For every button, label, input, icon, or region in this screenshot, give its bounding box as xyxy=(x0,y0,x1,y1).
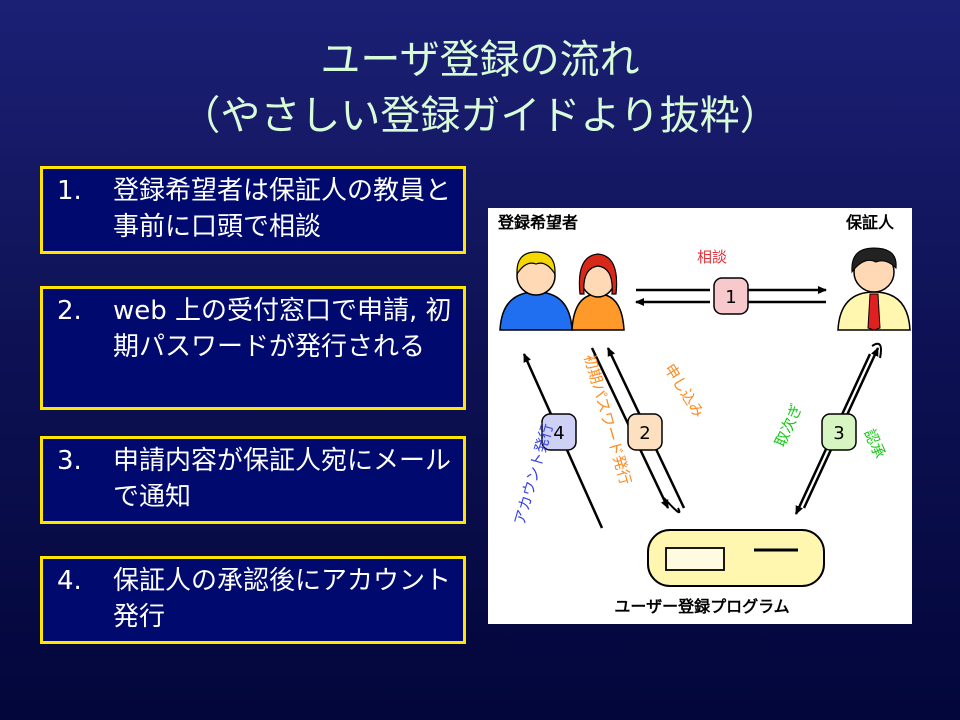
guarantor-person-icon xyxy=(837,247,911,331)
registration-flow-diagram: 登録希望者 保証人 相談 1 xyxy=(488,208,912,624)
step-text: 申請内容が保証人宛にメールで通知 xyxy=(113,446,452,512)
account-issue-label: アカウント発行 xyxy=(511,421,557,527)
step-1-box: 1. 登録希望者は保証人の教員と事前に口頭で相談 xyxy=(40,166,466,254)
step-text: 保証人の承認後にアカウント発行 xyxy=(113,566,452,632)
consult-label: 相談 xyxy=(697,248,727,266)
guarantor-label: 保証人 xyxy=(845,213,895,232)
step-text: web 上の受付窓口で申請, 初期パスワードが発行される xyxy=(113,296,452,362)
badge-number: 4 xyxy=(553,423,564,444)
step-3-box: 3. 申請内容が保証人宛にメールで通知 xyxy=(40,436,466,524)
badge-4: 4 xyxy=(541,413,577,451)
applicant-label: 登録希望者 xyxy=(497,213,578,232)
step-2-box: 2. web 上の受付窓口で申請, 初期パスワードが発行される xyxy=(40,286,466,410)
badge-number: 2 xyxy=(639,423,650,444)
registration-program-icon xyxy=(647,529,825,587)
step-text: 登録希望者は保証人の教員と事前に口頭で相談 xyxy=(113,176,452,242)
approve-label: 認承 xyxy=(860,426,889,461)
apply-label: 申し込み xyxy=(661,361,708,421)
badge-2: 2 xyxy=(627,413,663,451)
step-number: 3. xyxy=(57,446,82,476)
step-number: 2. xyxy=(57,296,82,326)
step-number: 4. xyxy=(57,566,82,596)
slide-subtitle: （やさしい登録ガイドより抜粋） xyxy=(180,93,780,139)
applicant-person-icon xyxy=(499,251,573,331)
step-4-box: 4. 保証人の承認後にアカウント発行 xyxy=(40,556,466,644)
program-label: ユーザー登録プログラム xyxy=(614,597,789,616)
badge-number: 1 xyxy=(725,287,736,308)
badge-1: 1 xyxy=(713,277,749,315)
slide-title: ユーザ登録の流れ xyxy=(320,37,640,83)
notify-label: 取次ぎ xyxy=(771,401,806,449)
badge-3: 3 xyxy=(821,413,857,451)
step-number: 1. xyxy=(57,176,82,206)
applicant-person-icon xyxy=(571,253,625,331)
badge-number: 3 xyxy=(833,423,844,444)
